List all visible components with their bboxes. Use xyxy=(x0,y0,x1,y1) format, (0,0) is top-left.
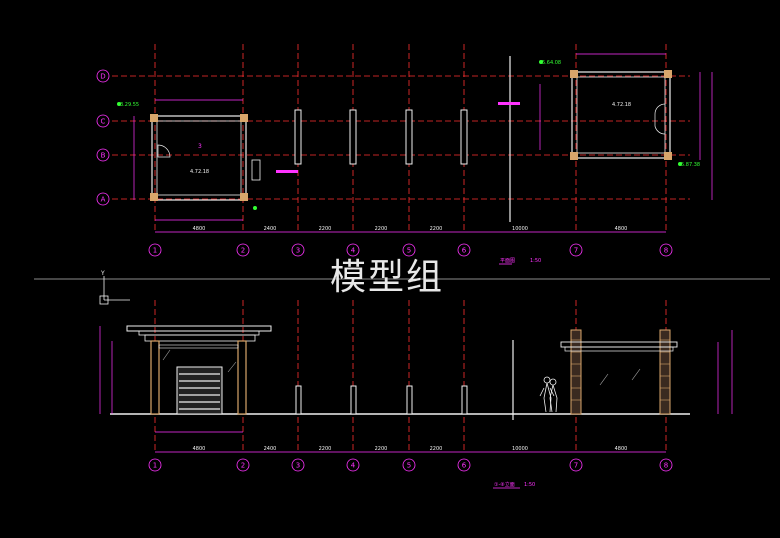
post xyxy=(349,109,357,165)
elev-dim-labels: 4800 2400 2200 2200 2200 10000 4800 xyxy=(193,446,628,452)
axis-row-marker: A xyxy=(96,192,110,206)
svg-text:2200: 2200 xyxy=(430,226,443,232)
svg-text:Y: Y xyxy=(100,270,105,277)
svg-text:1: 1 xyxy=(153,462,157,470)
svg-text:4800: 4800 xyxy=(193,446,206,452)
watermark-text: 模型组 xyxy=(330,257,445,298)
svg-text:5: 5 xyxy=(407,247,411,255)
level-left-text: 3.29.55 xyxy=(120,102,139,108)
level-right-top-text: 5.64.08 xyxy=(542,60,561,66)
svg-text:6: 6 xyxy=(462,462,467,470)
post xyxy=(294,109,302,165)
column-marker xyxy=(240,114,248,122)
right-pavilion-plan xyxy=(570,70,672,160)
left-pavilion-plan xyxy=(150,114,261,201)
svg-text:2: 2 xyxy=(241,462,245,470)
left-room-code: 4.72.18 xyxy=(190,169,209,175)
svg-text:2200: 2200 xyxy=(375,226,388,232)
svg-text:4: 4 xyxy=(351,462,356,470)
svg-text:3: 3 xyxy=(296,247,300,255)
corridor-posts-plan xyxy=(294,109,468,165)
column-marker xyxy=(150,114,158,122)
level-right-bottom-text: 5.87.38 xyxy=(681,162,700,168)
left-pavilion-elevation xyxy=(126,325,272,415)
elev-axis-columns xyxy=(154,300,667,452)
svg-text:4: 4 xyxy=(351,247,356,255)
axis-row-marker: C xyxy=(96,114,110,128)
svg-text:C: C xyxy=(101,118,106,126)
svg-text:8: 8 xyxy=(664,462,668,470)
door-swing xyxy=(654,103,666,135)
left-room-label: 3 xyxy=(198,143,202,150)
axis-row-marker: D xyxy=(96,69,110,83)
svg-text:7: 7 xyxy=(574,247,578,255)
plan-dim-labels: 4800 2400 2200 2200 2200 10000 4800 xyxy=(193,226,628,232)
elev-scale: 1:50 xyxy=(524,482,535,488)
plan-axis-rows xyxy=(112,75,690,200)
elev-dimensions xyxy=(99,326,733,453)
plan-axis-col-markers: 1 2 3 4 5 6 7 8 xyxy=(148,243,673,257)
svg-text:7: 7 xyxy=(574,462,578,470)
svg-text:2200: 2200 xyxy=(319,226,332,232)
svg-text:6: 6 xyxy=(462,247,467,255)
plan-dimensions xyxy=(133,53,713,233)
elev-title: ①-⑧立面 xyxy=(494,481,515,488)
ucs-icon: Y xyxy=(99,270,130,305)
svg-text:10000: 10000 xyxy=(512,446,528,452)
svg-text:10000: 10000 xyxy=(512,226,528,232)
plan-title: 平面图 xyxy=(500,258,515,264)
svg-text:2400: 2400 xyxy=(264,446,277,452)
svg-text:2400: 2400 xyxy=(264,226,277,232)
axis-row-markers: D C B A xyxy=(96,69,110,206)
right-room-code: 4.72.18 xyxy=(612,102,631,108)
magenta-band xyxy=(276,170,298,173)
corridor-posts-elevation xyxy=(295,385,468,415)
magenta-band xyxy=(498,102,520,105)
post xyxy=(460,109,468,165)
door-swing xyxy=(157,144,171,158)
svg-text:4800: 4800 xyxy=(615,446,628,452)
right-pavilion-elevation xyxy=(560,329,678,415)
column-marker xyxy=(240,193,248,201)
svg-text:8: 8 xyxy=(664,247,668,255)
svg-text:2200: 2200 xyxy=(375,446,388,452)
svg-text:4800: 4800 xyxy=(615,226,628,232)
svg-text:A: A xyxy=(101,196,106,204)
svg-text:2200: 2200 xyxy=(319,446,332,452)
plan-scale: 1:50 xyxy=(530,258,541,264)
svg-text:5: 5 xyxy=(407,462,411,470)
axis-row-marker: B xyxy=(96,148,110,162)
svg-text:2200: 2200 xyxy=(430,446,443,452)
svg-text:2: 2 xyxy=(241,247,245,255)
svg-text:B: B xyxy=(101,152,106,160)
svg-text:D: D xyxy=(100,73,105,81)
column-marker xyxy=(150,193,158,201)
post xyxy=(405,109,413,165)
svg-text:1: 1 xyxy=(153,247,157,255)
elev-axis-col-markers: 1 2 3 4 5 6 7 8 xyxy=(148,458,673,472)
svg-text:3: 3 xyxy=(296,462,300,470)
human-figures xyxy=(539,376,558,413)
svg-text:4800: 4800 xyxy=(193,226,206,232)
plan-annotations xyxy=(117,60,682,210)
